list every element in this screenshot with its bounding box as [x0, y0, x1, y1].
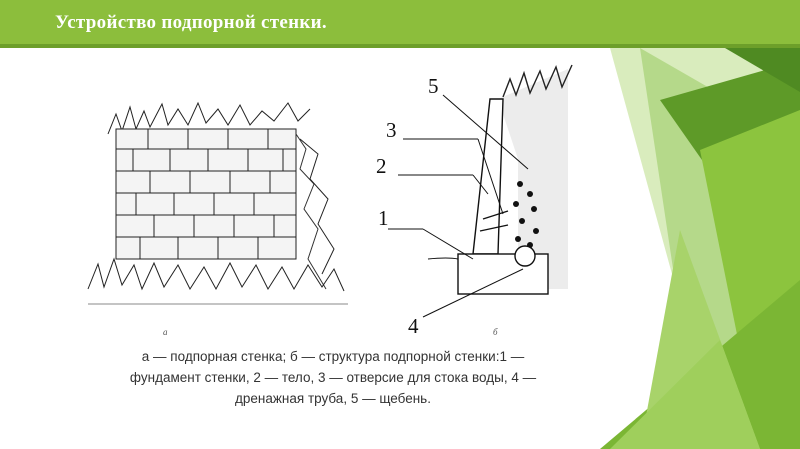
figure-image: 5 3 2 1 4 а б — [78, 59, 588, 431]
cross-section-drawing — [388, 64, 573, 318]
panel-b-letter: б — [493, 327, 498, 337]
svg-text:5: 5 — [428, 74, 439, 98]
figure-number-labels: 5 3 2 1 4 — [376, 74, 439, 338]
svg-text:1: 1 — [378, 206, 389, 230]
figure-caption: а — подпорная стенка; б — структура подп… — [78, 346, 588, 409]
svg-text:4: 4 — [408, 314, 419, 338]
caption-line-3: дренажная труба, 5 — щебень. — [235, 391, 431, 406]
slide-title: Устройство подпорной стенки. — [55, 12, 327, 33]
caption-line-1: а — подпорная стенка; б — структура подп… — [141, 349, 525, 364]
caption-line-2: фундамент стенки, 2 — тело, 3 — отверсие… — [129, 370, 537, 385]
retaining-wall-drawing — [87, 101, 348, 305]
svg-text:2: 2 — [376, 154, 387, 178]
title-bar — [0, 0, 800, 48]
svg-text:3: 3 — [386, 118, 397, 142]
panel-a-letter: а — [163, 327, 168, 337]
